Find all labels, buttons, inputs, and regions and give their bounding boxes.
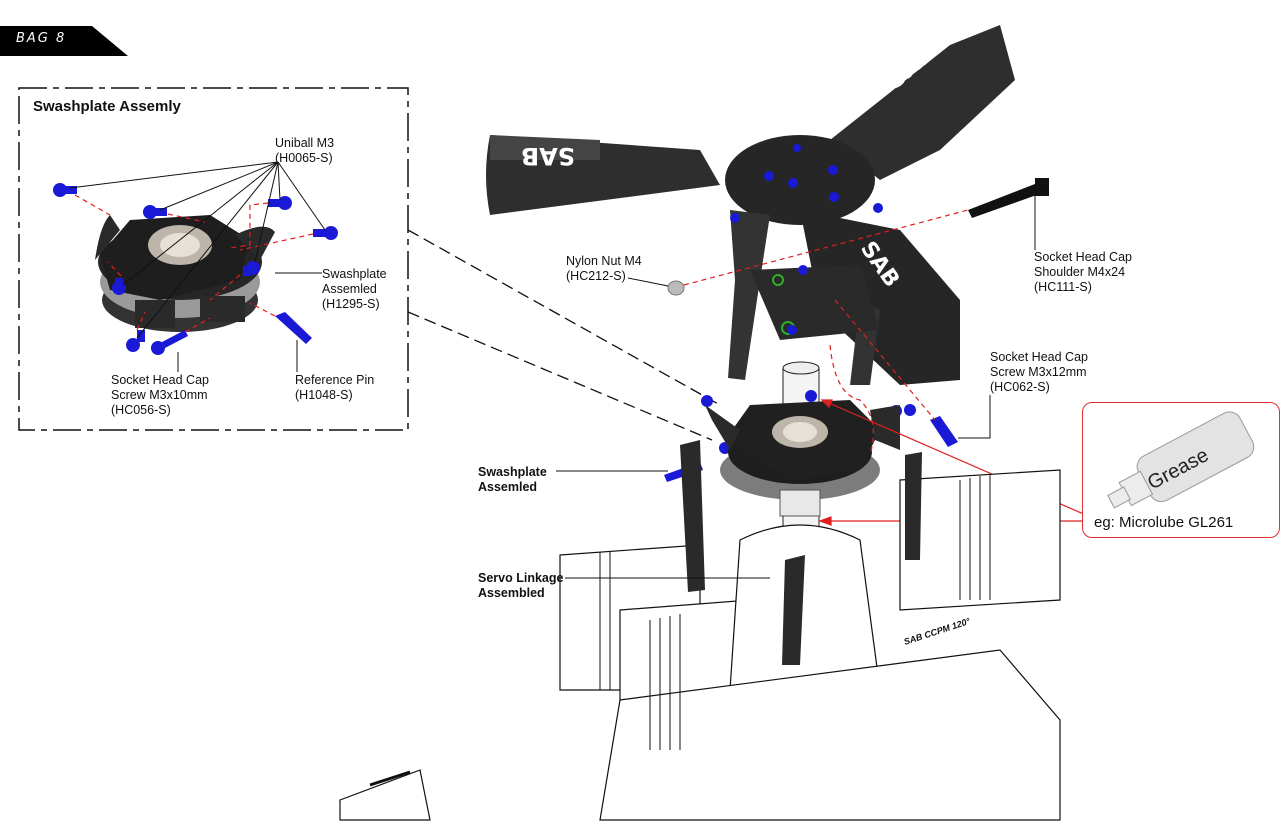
inset-leaders xyxy=(69,161,326,372)
label-screw-m3x10: Socket Head Cap Screw M3x10mm (HC056-S) xyxy=(111,373,209,417)
inset-guides xyxy=(74,194,314,333)
inset-title: Swashplate Assemly xyxy=(33,98,181,115)
rotor-head xyxy=(486,25,1049,569)
frame-marking: SAB CCPM 120° xyxy=(903,616,972,647)
main-swashplate xyxy=(705,400,900,517)
main-guides xyxy=(683,209,969,456)
servo-fins xyxy=(599,474,991,750)
servo-frame xyxy=(339,469,1061,821)
label-nylon-nut-m4: Nylon Nut M4 (HC212-S) xyxy=(566,254,642,283)
label-uniball-m3: Uniball M3 (H0065-S) xyxy=(275,136,335,165)
servo-linkages xyxy=(680,440,922,665)
zoom-line-bottom xyxy=(407,311,713,441)
inset-hardware xyxy=(53,183,338,355)
label-shoulder-screw-m4x24: Socket Head Cap Shoulder M4x24 (HC111-S) xyxy=(1034,250,1132,294)
inset-frame xyxy=(18,87,409,431)
grip-logo-left: SAB xyxy=(521,142,575,170)
bag-label: BAG 8 xyxy=(16,31,67,46)
label-reference-pin: Reference Pin (H1048-S) xyxy=(295,373,375,402)
grease-caption: eg: Microlube GL261 xyxy=(1094,514,1234,531)
main-leaders xyxy=(556,195,1036,579)
bag-tab xyxy=(0,26,128,56)
inset-swashplate xyxy=(95,215,275,332)
zoom-line-top xyxy=(407,229,721,406)
label-swashplate-h1295: Swashplate Assemled (H1295-S) xyxy=(322,267,387,311)
label-servo-linkage: Servo Linkage Assembled xyxy=(478,571,564,600)
bag-tab-shape xyxy=(0,26,128,56)
label-screw-m3x12: Socket Head Cap Screw M3x12mm (HC062-S) xyxy=(990,350,1088,394)
label-swashplate-assembled: Swashplate Assemled xyxy=(478,465,547,494)
